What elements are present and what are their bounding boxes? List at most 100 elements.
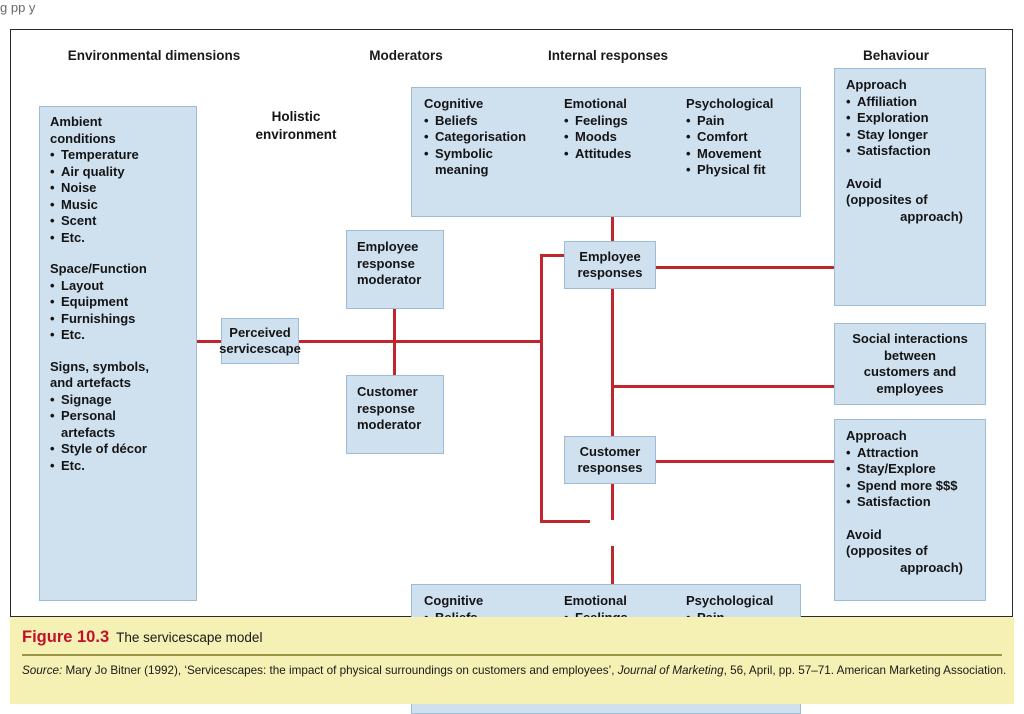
source-text-part2: , 56, April, pp. 57–71. American Marketi… [723,664,1007,677]
list-item: Attraction [846,445,979,462]
list-item: Pain [686,113,816,130]
emotional-list: Feelings Moods Attitudes [564,113,686,163]
ambient-conditions-heading: Ambient conditions [50,114,116,146]
connector-internal-top-to-employee [611,216,614,254]
list-item: Layout [50,278,188,295]
connector-response-split-vertical [540,254,543,522]
emotional-heading: Emotional [564,593,627,608]
signs-symbols-artefacts-group: Signs, symbols, and artefacts Signage Pe… [50,359,188,475]
employee-approach-list: Affiliation Exploration Stay longer Sati… [846,94,979,160]
ambient-conditions-list: Temperature Air quality Noise Music Scen… [50,147,188,246]
internal-responses-top-box: Cognitive Beliefs Categorisation Symboli… [411,87,801,217]
list-item: Furnishings [50,311,188,328]
list-item: Signage [50,392,188,409]
psychological-group-top: Psychological Pain Comfort Movement Phys… [686,96,816,179]
avoid-line-2: (opposites of [846,192,928,207]
page-text-bleed: g pp y [0,0,36,15]
list-item: Symbolic meaning [424,146,564,179]
list-item: Etc. [50,230,188,247]
cognitive-list: Beliefs Categorisation Symbolic meaning [424,113,564,179]
column-header-environmental-dimensions: Environmental dimensions [67,48,241,63]
environmental-dimensions-box: Ambient conditions Temperature Air quali… [39,106,197,601]
column-header-behaviour: Behaviour [862,48,930,63]
customer-response-moderator-label: Customer response moderator [357,384,422,432]
servicescape-diagram-frame: Environmental dimensions Moderators Inte… [10,29,1013,714]
behaviour-customer-box: Approach Attraction Stay/Explore Spend m… [834,419,986,601]
list-item: Feelings [564,113,686,130]
column-header-moderators: Moderators [369,48,443,63]
cognitive-group-top: Cognitive Beliefs Categorisation Symboli… [424,96,564,179]
customer-responses-box: Customer responses [564,436,656,484]
employee-response-moderator-box: Employee response moderator [346,230,444,309]
behaviour-employee-box: Approach Affiliation Exploration Stay lo… [834,68,986,306]
figure-caption: Figure 10.3 The servicescape model [22,628,262,647]
list-item: Temperature [50,147,188,164]
list-item: Air quality [50,164,188,181]
list-item: Satisfaction [846,143,979,160]
connector-customer-to-behaviour [656,460,834,463]
figure-title: The servicescape model [116,630,263,645]
list-item: Satisfaction [846,494,979,511]
list-item: Spend more $$$ [846,478,979,495]
connector-employee-to-customer-responses [611,280,614,520]
connector-customer-to-internal-bottom [611,546,614,584]
list-item: Exploration [846,110,979,127]
figure-source: Source: Mary Jo Bitner (1992), ‘Services… [22,662,1012,680]
avoid-line-2: (opposites of [846,543,928,558]
list-item: Noise [50,180,188,197]
list-item: Stay longer [846,127,979,144]
list-item: Beliefs [424,113,564,130]
avoid-heading: Avoid [846,526,882,542]
employee-responses-box: Employee responses [564,241,656,289]
figure-number: Figure 10.3 [22,628,110,646]
approach-heading: Approach [846,77,907,92]
customer-avoid-block: Avoid (opposites of approach) [846,527,979,577]
list-item: Affiliation [846,94,979,111]
connector-trunk-to-customer-responses [540,520,590,523]
source-journal: Journal of Marketing [617,664,724,677]
connector-environment-to-servicescape [197,340,221,343]
space-function-group: Space/Function Layout Equipment Furnishi… [50,261,188,344]
list-item: Movement [686,146,816,163]
list-item: Stay/Explore [846,461,979,478]
connector-moderators-vertical [393,278,396,403]
list-item: Categorisation [424,129,564,146]
list-item: Physical fit [686,162,816,179]
customer-approach-list: Attraction Stay/Explore Spend more $$$ S… [846,445,979,511]
column-header-internal-responses: Internal responses [547,48,669,63]
employee-response-moderator-label: Employee response moderator [357,239,422,287]
psychological-heading: Psychological [686,593,774,608]
connector-servicescape-trunk [299,340,542,343]
connector-to-social-interactions [611,385,834,388]
psychological-heading: Psychological [686,96,774,111]
list-item: Music [50,197,188,214]
caption-divider [22,654,1002,656]
space-function-heading: Space/Function [50,261,147,276]
avoid-line-3: approach) [900,208,963,224]
approach-heading: Approach [846,428,907,443]
list-item: Etc. [50,458,188,475]
psychological-list: Pain Comfort Movement Physical fit [686,113,816,179]
signs-symbols-artefacts-list: Signage Personal artefacts Style of déco… [50,392,188,475]
list-item: Etc. [50,327,188,344]
avoid-heading: Avoid [846,175,882,191]
cognitive-heading: Cognitive [424,96,484,111]
employee-avoid-block: Avoid (opposites of approach) [846,176,979,226]
perceived-servicescape-box: Perceived servicescape [219,318,301,364]
list-item: Equipment [50,294,188,311]
list-item: Comfort [686,129,816,146]
avoid-line-3: approach) [900,559,963,575]
holistic-environment-label: Holistic environment [255,109,337,142]
list-item: Scent [50,213,188,230]
space-function-list: Layout Equipment Furnishings Etc. [50,278,188,344]
emotional-group-top: Emotional Feelings Moods Attitudes [564,96,686,179]
social-interactions-box: Social interactions between customers an… [834,323,986,405]
signs-symbols-artefacts-heading: Signs, symbols, and artefacts [50,358,149,391]
list-item: Attitudes [564,146,686,163]
list-item: Moods [564,129,686,146]
ambient-conditions-group: Ambient conditions Temperature Air quali… [50,114,188,246]
source-label: Source: [22,664,63,677]
cognitive-heading: Cognitive [424,593,484,608]
connector-employee-to-behaviour [656,266,834,269]
list-item: Personal artefacts [50,408,188,441]
